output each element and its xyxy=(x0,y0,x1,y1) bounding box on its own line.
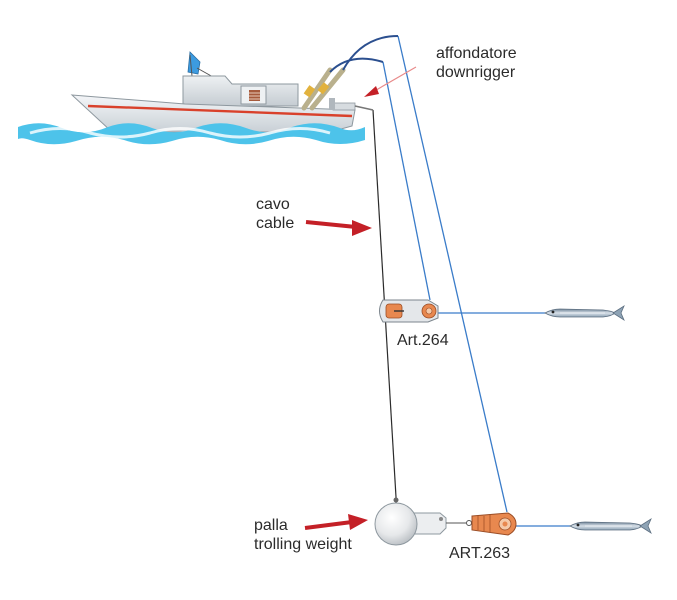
boat-mast xyxy=(187,51,223,83)
weight-label: palla trolling weight xyxy=(254,516,352,554)
hull-stripe xyxy=(87,104,353,118)
art263-label: ART.263 xyxy=(449,544,510,563)
boat xyxy=(70,35,399,133)
baitfish-lower xyxy=(569,517,652,535)
downrigger-arrow xyxy=(364,66,417,97)
release-clip-art263 xyxy=(466,512,517,536)
line-to-lower-release xyxy=(397,35,508,513)
water-surface xyxy=(18,123,365,145)
cable-label-en: cable xyxy=(256,215,295,232)
art264-text: Art.264 xyxy=(397,332,449,349)
release-clip-art264 xyxy=(379,299,439,323)
fishing-lines xyxy=(382,35,570,527)
cable-label: cavo cable xyxy=(256,195,294,233)
fishing-rods xyxy=(301,35,399,111)
cable-arrow xyxy=(305,220,372,236)
downrigger-label: affondatore downrigger xyxy=(436,44,517,82)
downrigger-label-en: downrigger xyxy=(436,64,516,81)
weight-arrow xyxy=(304,514,368,530)
trolling-weight xyxy=(374,497,466,546)
weight-label-it: palla xyxy=(254,517,288,534)
art264-label: Art.264 xyxy=(397,331,449,350)
downrigger-label-it: affondatore xyxy=(436,45,517,62)
baitfish-upper xyxy=(544,304,625,322)
weight-label-en: trolling weight xyxy=(254,536,352,553)
art263-text: ART.263 xyxy=(449,545,511,562)
downrigger-arm xyxy=(329,98,374,111)
arrows xyxy=(304,66,417,530)
line-to-upper-release xyxy=(382,61,431,301)
cable-label-it: cavo xyxy=(256,196,290,213)
water-highlight xyxy=(29,127,331,139)
